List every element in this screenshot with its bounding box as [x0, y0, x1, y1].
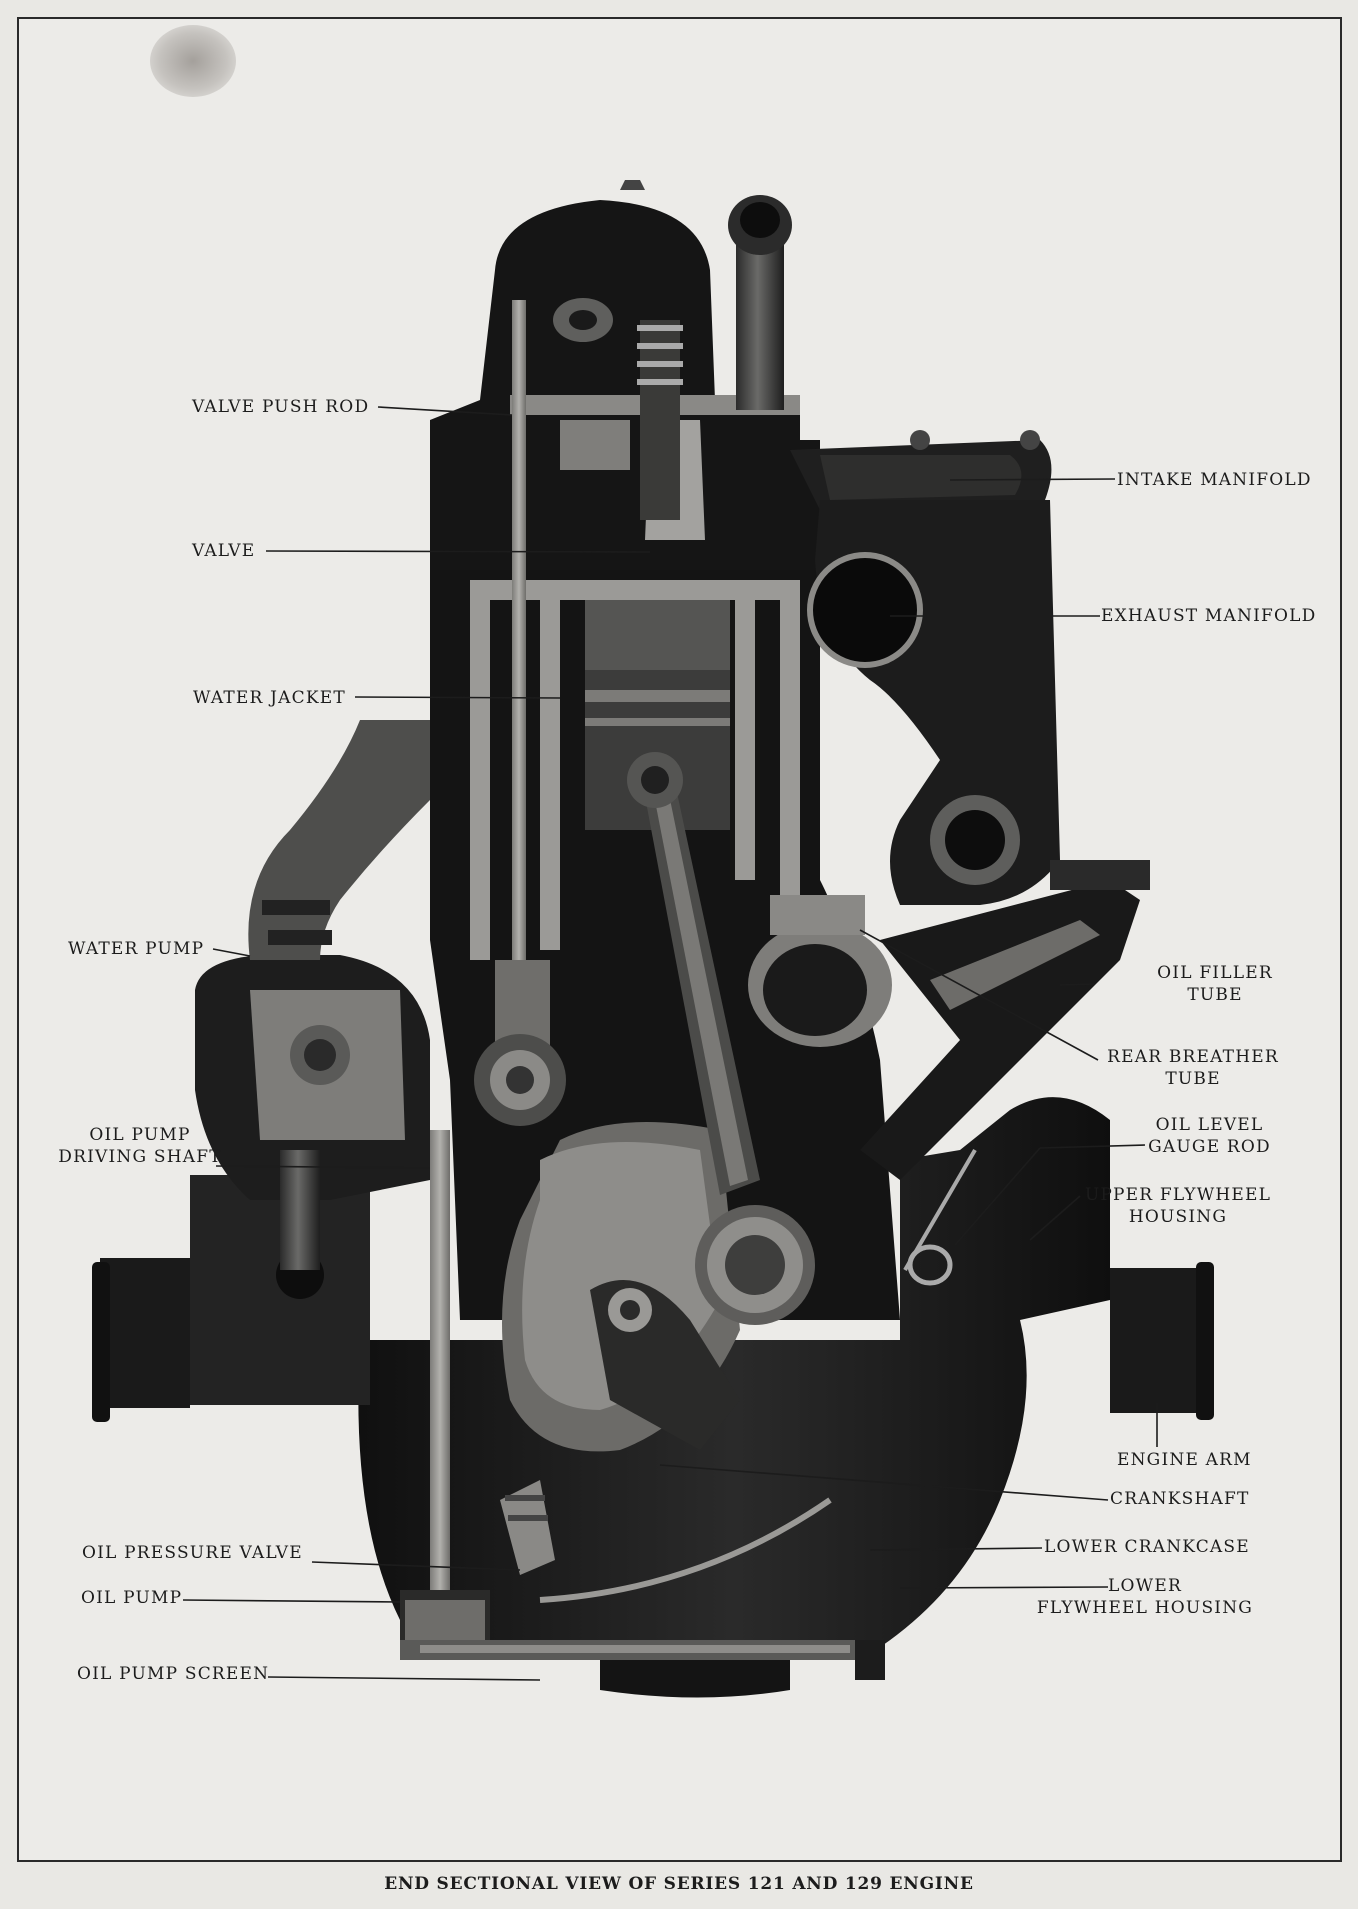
oil-pump-screen: [400, 1640, 870, 1698]
label-oil-level-gauge-rod-line2: GAUGE ROD: [1148, 1137, 1271, 1157]
label-oil-pump-driving-shaft-line1: OIL PUMP: [89, 1125, 191, 1145]
oil-filler-tube: [860, 860, 1150, 1180]
crankshaft: [590, 1280, 740, 1450]
label-rear-breather-tube: REAR BREATHER TUBE: [1098, 1046, 1288, 1090]
oil-pressure-valve: [500, 1480, 555, 1575]
water-pump-housing: [195, 955, 430, 1299]
paper-stain: [150, 25, 236, 97]
label-upper-flywheel-housing-line2: HOUSING: [1128, 1207, 1228, 1227]
water-hose: [248, 720, 430, 960]
oil-level-gauge-rod: [903, 1148, 977, 1286]
label-water-jacket: WATER JACKET: [193, 688, 346, 708]
label-oil-pump-driving-shaft: OIL PUMP DRIVING SHAFT: [50, 1124, 230, 1168]
valve-push-rod: [495, 300, 550, 1060]
label-engine-arm: ENGINE ARM: [1117, 1450, 1252, 1470]
label-valve: VALVE: [192, 541, 256, 561]
label-rear-breather-tube-line1: REAR BREATHER: [1107, 1047, 1279, 1067]
rear-breather-tube: [748, 895, 892, 1047]
label-lower-crankcase: LOWER CRANKCASE: [1044, 1537, 1250, 1557]
label-lower-flywheel-housing: LOWER FLYWHEEL HOUSING: [1035, 1575, 1255, 1619]
label-oil-level-gauge-rod-line1: OIL LEVEL: [1155, 1115, 1264, 1135]
label-oil-level-gauge-rod: OIL LEVEL GAUGE ROD: [1142, 1114, 1277, 1158]
label-upper-flywheel-housing: UPPER FLYWHEEL HOUSING: [1078, 1184, 1278, 1228]
label-oil-pump: OIL PUMP: [81, 1588, 183, 1608]
oil-pump-driving-shaft: [430, 1034, 566, 1630]
cylinder-block: [430, 560, 900, 1320]
label-oil-filler-tube: OIL FILLER TUBE: [1140, 962, 1290, 1006]
figure-caption: END SECTIONAL VIEW OF SERIES 121 AND 129…: [384, 1874, 974, 1894]
label-oil-pressure-valve: OIL PRESSURE VALVE: [82, 1543, 303, 1563]
engine-arm-left: [92, 1175, 370, 1422]
label-oil-pump-screen: OIL PUMP SCREEN: [77, 1664, 270, 1684]
label-oil-pump-driving-shaft-line2: DRIVING SHAFT: [58, 1147, 222, 1167]
label-oil-filler-tube-line2: TUBE: [1187, 985, 1243, 1005]
exhaust-manifold: [807, 500, 1060, 905]
label-lower-flywheel-housing-line1: LOWER: [1108, 1576, 1182, 1596]
label-crankshaft: CRANKSHAFT: [1110, 1489, 1250, 1509]
valve-spring: [637, 325, 683, 385]
top-breather-pipe: [728, 195, 792, 410]
label-exhaust-manifold: EXHAUST MANIFOLD: [1101, 606, 1317, 626]
label-water-pump: WATER PUMP: [68, 939, 205, 959]
label-oil-filler-tube-line1: OIL FILLER: [1157, 963, 1273, 983]
oil-pipe: [539, 1497, 832, 1603]
engine-arm-right: [1110, 1262, 1214, 1420]
leader-lines: [182, 406, 1158, 1681]
label-lower-flywheel-housing-line2: FLYWHEEL HOUSING: [1036, 1598, 1254, 1618]
label-upper-flywheel-housing-line1: UPPER FLYWHEEL: [1084, 1185, 1272, 1205]
connecting-rod: [627, 752, 815, 1325]
intake-manifold: [790, 430, 1052, 510]
label-intake-manifold: INTAKE MANIFOLD: [1117, 470, 1312, 490]
label-rear-breather-tube-line2: TUBE: [1165, 1069, 1221, 1089]
cylinder-head: [430, 180, 820, 570]
drain-plug: [855, 1640, 885, 1680]
label-valve-push-rod: VALVE PUSH ROD: [192, 397, 370, 417]
